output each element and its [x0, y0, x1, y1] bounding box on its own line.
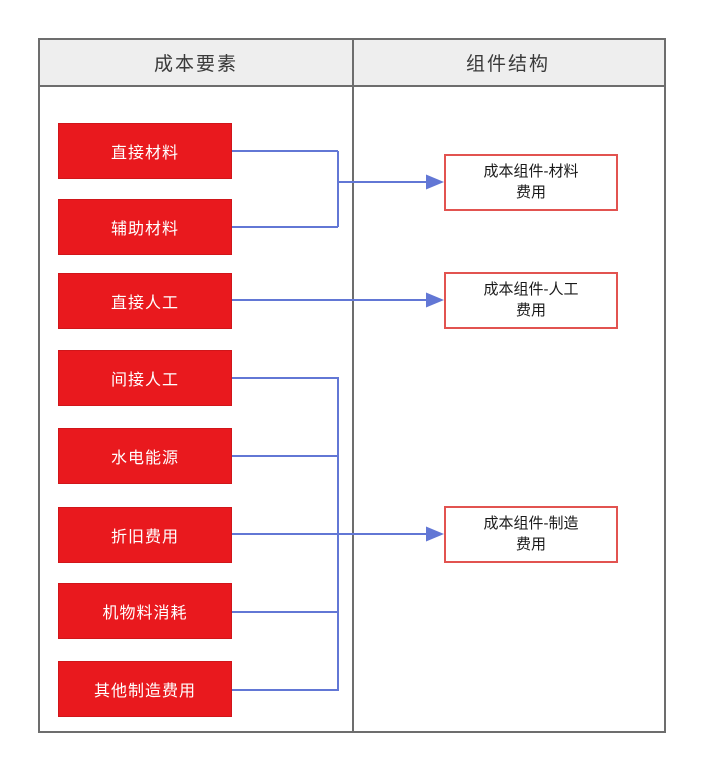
node-label: 机物料消耗	[102, 605, 188, 622]
node-label: 成本组件-人工 费用	[483, 281, 579, 319]
node-label: 成本组件-材料 费用	[483, 163, 579, 201]
column-divider	[352, 40, 354, 731]
node-component-labor-cost: 成本组件-人工 费用	[444, 272, 618, 329]
node-label: 辅助材料	[110, 221, 179, 238]
node-label: 其他制造费用	[93, 683, 196, 700]
node-label: 直接人工	[110, 295, 179, 312]
node-direct-labor: 直接人工	[58, 273, 232, 329]
node-component-manufacturing-cost: 成本组件-制造 费用	[444, 506, 618, 563]
node-indirect-labor: 间接人工	[58, 350, 232, 406]
node-depreciation: 折旧费用	[58, 507, 232, 563]
node-utilities-energy: 水电能源	[58, 428, 232, 484]
node-direct-materials: 直接材料	[58, 123, 232, 179]
node-machine-materials: 机物料消耗	[58, 583, 232, 639]
node-label: 成本组件-制造 费用	[483, 515, 579, 553]
node-component-material-cost: 成本组件-材料 费用	[444, 154, 618, 211]
node-other-manufacturing: 其他制造费用	[58, 661, 232, 717]
node-auxiliary-materials: 辅助材料	[58, 199, 232, 255]
node-label: 间接人工	[110, 372, 179, 389]
node-label: 水电能源	[110, 450, 179, 467]
node-label: 折旧费用	[110, 529, 179, 546]
header-cost-elements: 成本要素	[153, 54, 238, 75]
header-component-structure: 组件结构	[465, 54, 550, 75]
node-label: 直接材料	[110, 145, 179, 162]
